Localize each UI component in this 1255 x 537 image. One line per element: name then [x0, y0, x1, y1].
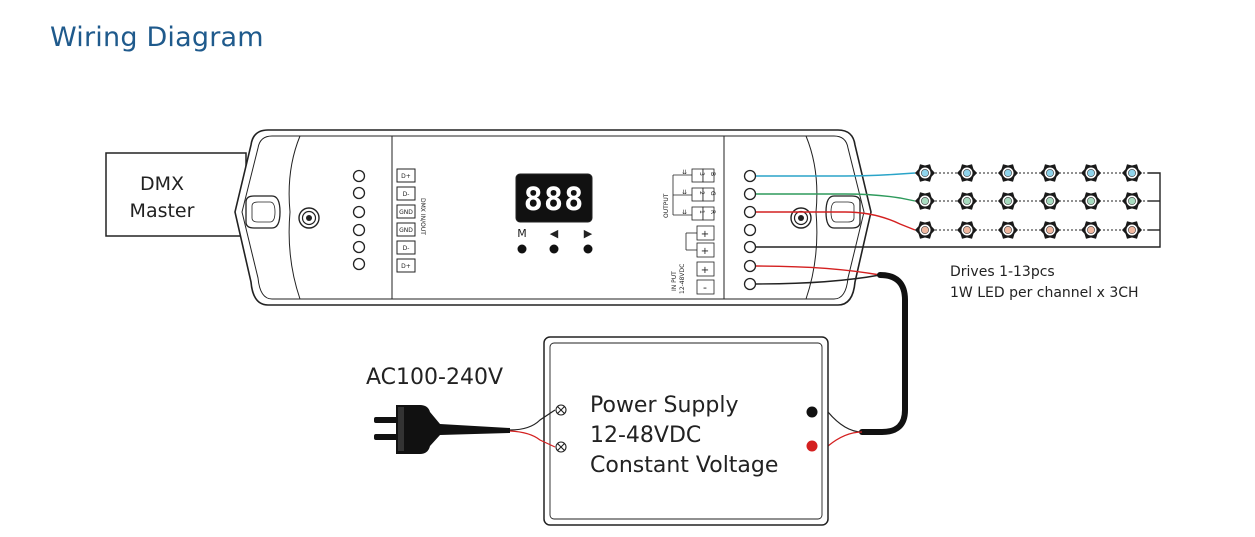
right-button-label: ▶ [584, 227, 593, 240]
input-label-1: IN PUT [671, 271, 678, 291]
power-supply-label-2: 12-48VDC [590, 423, 701, 448]
led-icon [998, 192, 1018, 210]
dmx-terminal-label: D+ [401, 173, 411, 180]
dmx-terminal-labels: D+ D- GND GND D- D+ DMX IN/OUT [396, 168, 426, 273]
output-channel-color: R [709, 210, 716, 214]
dmx-terminal-label: D- [403, 191, 410, 198]
led-icon [915, 221, 935, 239]
led-icon [957, 192, 977, 210]
input-terminal-block: IN PUT 12-48VDC + - [671, 261, 715, 295]
power-supply-label-1: Power Supply [590, 393, 738, 418]
mode-button-label: M [517, 227, 527, 240]
power-supply-box [543, 336, 829, 526]
led-icon [1081, 221, 1101, 239]
led-icon [1040, 192, 1060, 210]
led-icon [957, 164, 977, 182]
dc-negative-terminal [806, 406, 818, 418]
dmx-master-label-1: DMX [140, 173, 184, 195]
led-icon [1122, 192, 1142, 210]
dmx-terminal-label: D- [403, 245, 410, 252]
output-channel-color: B [709, 172, 716, 176]
led-channel-wires [756, 172, 1161, 248]
dmx-terminal-screws [352, 169, 366, 271]
dc-input-wires [755, 265, 881, 285]
page-title: Wiring Diagram [50, 22, 264, 53]
led-note-line-2: 1W LED per channel x 3CH [950, 285, 1139, 301]
output-label: OUTPUT [663, 193, 670, 218]
mode-button[interactable] [517, 244, 527, 254]
led-icon [998, 164, 1018, 182]
dmx-master-box [105, 152, 247, 237]
input-plus-label: + [701, 265, 709, 276]
dmx-inout-label: DMX IN/OUT [419, 198, 426, 235]
output-terminal-screws [743, 169, 757, 291]
output-channel-num: 1 [698, 210, 705, 214]
svg-text:⇊: ⇊ [682, 189, 687, 196]
output-common-label: + [701, 246, 709, 257]
led-display [515, 173, 593, 223]
input-minus-label: - [703, 281, 707, 294]
led-icon [1081, 164, 1101, 182]
left-button[interactable] [549, 244, 559, 254]
led-icon [915, 192, 935, 210]
led-grid [915, 164, 1148, 239]
dc-positive-terminal [806, 440, 818, 452]
dmx-master-label-2: Master [130, 200, 195, 222]
dmx-terminal-label: GND [399, 209, 413, 216]
output-channel-color: G [709, 191, 716, 196]
led-icon [957, 221, 977, 239]
led-note-line-1: Drives 1-13pcs [950, 264, 1055, 280]
power-supply-label-3: Constant Voltage [590, 453, 778, 478]
mains-voltage-label: AC100-240V [366, 365, 503, 390]
output-channel-num: 3 [698, 172, 705, 176]
output-terminal-block: OUTPUT ⇊ ⇊ ⇊ 3 B 2 G 1 R + + [663, 168, 716, 258]
ac-terminal-screws [555, 404, 567, 453]
led-icon [915, 164, 935, 182]
ac-plug-icon [374, 405, 510, 454]
display-digits: 888 [524, 180, 585, 218]
input-label-2: 12-48VDC [679, 264, 686, 294]
svg-text:⇊: ⇊ [682, 209, 687, 216]
left-button-label: ◀ [550, 227, 559, 240]
dmx-terminal-label: GND [399, 227, 413, 234]
led-icon [998, 221, 1018, 239]
output-common-label: + [701, 229, 709, 240]
led-icon [1122, 221, 1142, 239]
svg-text:⇊: ⇊ [682, 169, 687, 176]
right-button[interactable] [583, 244, 593, 254]
dmx-terminal-label: D+ [401, 263, 411, 270]
led-icon [1040, 164, 1060, 182]
led-icon [1081, 192, 1101, 210]
output-channel-num: 2 [698, 191, 705, 195]
dc-cable [859, 272, 908, 435]
led-icon [1122, 164, 1142, 182]
led-icon [1040, 221, 1060, 239]
